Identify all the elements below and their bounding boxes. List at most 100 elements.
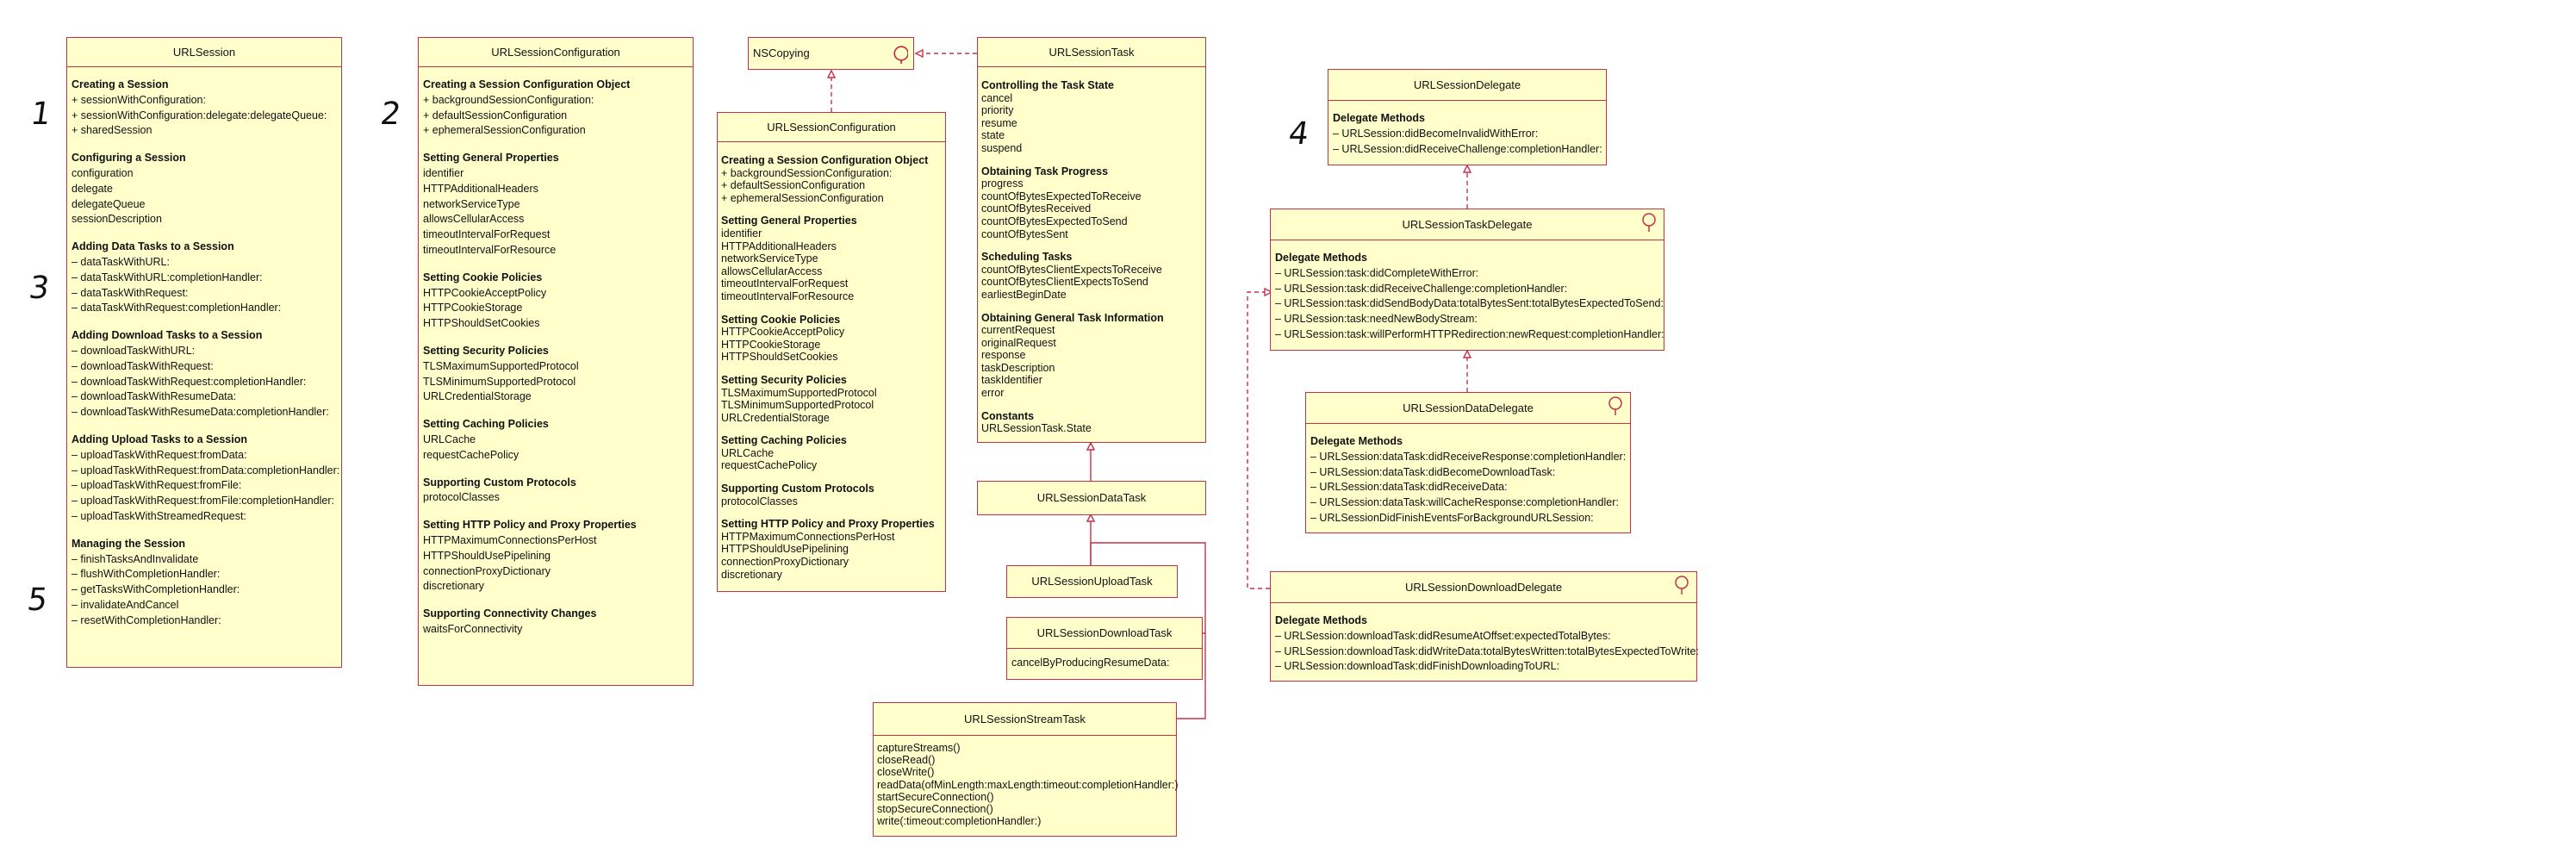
member-item: – uploadTaskWithRequest:fromData: [72, 448, 247, 461]
member-item: delegate [72, 182, 113, 195]
url-session-stream-task-members: captureStreams()closeRead()closeWrite()r… [874, 736, 1179, 832]
url-session-data-delegate-interface: URLSessionDataDelegate Delegate Methods–… [1305, 392, 1631, 533]
member-item: networkServiceType [423, 197, 520, 210]
member-section: Creating a Session + sessionWithConfigura… [72, 78, 337, 139]
member-section: Setting HTTP Policy and Proxy Properties… [721, 518, 941, 581]
member-item: resume [981, 116, 1017, 129]
url-session-delegate-title: URLSessionDelegate [1328, 70, 1606, 101]
member-item: – uploadTaskWithRequest:fromData:complet… [72, 464, 340, 476]
member-item: countOfBytesSent [981, 227, 1068, 240]
member-item: discretionary [721, 568, 782, 581]
member-item: – uploadTaskWithRequest:fromFile:complet… [72, 495, 335, 507]
section-title: Supporting Connectivity Changes [423, 607, 597, 620]
member-item: countOfBytesExpectedToSend [981, 215, 1128, 227]
url-session-download-task-class: URLSessionDownloadTask cancelByProducing… [1006, 617, 1203, 680]
member-item: write(:timeout:completionHandler:) [877, 815, 1042, 828]
url-session-configuration-class: URLSessionConfiguration Creating a Sessi… [418, 37, 694, 686]
section-title: Setting Security Policies [423, 344, 549, 357]
member-item: URLCache [423, 433, 476, 445]
member-item: – URLSession:dataTask:willCacheResponse:… [1310, 496, 1619, 509]
section-title: Setting Caching Policies [721, 434, 847, 447]
section-title: Configuring a Session [72, 152, 186, 165]
member-item: connectionProxyDictionary [423, 564, 551, 577]
member-item: – URLSession:task:didSendBodyData:totalB… [1275, 297, 1664, 310]
url-session-delegate-interface: URLSessionDelegate Delegate Methods – URL… [1328, 69, 1607, 165]
section-title: Obtaining General Task Information [981, 311, 1164, 324]
url-session-members: Creating a Session + sessionWithConfigura… [67, 67, 341, 634]
member-section: Managing the Session– finishTasksAndInva… [72, 537, 337, 629]
url-session-download-task-title: URLSessionDownloadTask [1007, 618, 1202, 649]
member-item: HTTPCookieAcceptPolicy [721, 326, 845, 339]
member-item: – URLSession:task:didReceiveChallenge:co… [1275, 282, 1568, 295]
member-item: error [981, 387, 1005, 400]
url-session-task-delegate-title: URLSessionTaskDelegate [1271, 209, 1664, 240]
member-item: – dataTaskWithURL:completionHandler: [72, 271, 263, 283]
arrowhead-task-bottom [1086, 441, 1096, 451]
member-item: countOfBytesReceived [981, 202, 1092, 215]
member-item: delegateQueue [72, 197, 146, 210]
url-session-upload-task-title: URLSessionUploadTask [1031, 575, 1153, 588]
member-item: – downloadTaskWithRequest: [72, 359, 214, 372]
member-item: – URLSession:dataTask:didReceiveResponse… [1310, 450, 1627, 463]
member-item: networkServiceType [721, 252, 818, 265]
member-item: – URLSessionDidFinishEventsForBackground… [1310, 511, 1594, 524]
member-item: HTTPShouldUsePipelining [721, 543, 849, 556]
section-title: Obtaining Task Progress [981, 165, 1109, 177]
section-title: Delegate Methods [1333, 112, 1425, 124]
member-section: Adding Data Tasks to a Session– dataTask… [72, 240, 337, 316]
member-item: suspend [981, 141, 1023, 154]
member-item: – URLSession:didBecomeInvalidWithError: [1333, 127, 1539, 140]
member-item: – dataTaskWithRequest: [72, 286, 189, 299]
arrowhead-nscopying-bottom [826, 69, 837, 78]
section-title: Constants [981, 409, 1035, 422]
member-item: – uploadTaskWithRequest:fromFile: [72, 479, 242, 492]
interface-icon [1642, 213, 1656, 232]
member-item: – getTasksWithCompletionHandler: [72, 583, 240, 596]
url-session-class: URLSession Creating a Session+ sessionWi… [66, 37, 342, 668]
member-item: + sessionWithConfiguration:delegate:dele… [72, 109, 327, 121]
member-item: – resetWithCompletionHandler: [72, 613, 221, 626]
section-title: Managing the Session [72, 537, 185, 550]
section-title: Setting HTTP Policy and Proxy Properties [423, 519, 637, 532]
section-title: Scheduling Tasks [981, 251, 1073, 264]
member-item: startSecureConnection() [877, 790, 994, 803]
arrowhead-nscopying-side [914, 48, 924, 59]
member-item: discretionary [423, 580, 484, 593]
member-item: HTTPAdditionalHeaders [423, 182, 538, 195]
member-item: protocolClasses [423, 491, 500, 504]
member-item: + backgroundSessionConfiguration: [721, 166, 893, 179]
member-item: cancelByProducingResumeData: [1011, 657, 1170, 669]
url-session-data-task-title: URLSessionDataTask [1036, 491, 1147, 504]
member-item: URLSessionTask.State [981, 422, 1092, 435]
member-item: – URLSession:task:didCompleteWithError: [1275, 266, 1479, 279]
member-item: readData(ofMinLength:maxLength:timeout:c… [877, 778, 1179, 791]
section-title: Controlling the Task State [981, 79, 1114, 91]
member-item: + ephemeralSessionConfiguration [721, 191, 884, 204]
member-item: protocolClasses [721, 495, 798, 507]
section-title: Creating a Session [72, 78, 169, 90]
member-section: Setting HTTP Policy and Proxy Properties… [423, 518, 688, 595]
section-title: Setting General Properties [423, 152, 559, 165]
member-section: Adding Upload Tasks to a Session– upload… [72, 433, 340, 525]
member-item: countOfBytesClientExpectsToSend [981, 276, 1148, 289]
section-title: Setting HTTP Policy and Proxy Properties [721, 518, 935, 531]
url-session-data-delegate-title: URLSessionDataDelegate [1306, 393, 1630, 424]
member-item: closeRead() [877, 754, 936, 767]
member-item: identifier [721, 227, 762, 240]
member-item: HTTPCookieStorage [423, 302, 523, 314]
member-item: TLSMaximumSupportedProtocol [721, 386, 877, 399]
member-item: URLCredentialStorage [423, 390, 532, 403]
ns-copying-title: NSCopying [753, 47, 810, 59]
member-item: requestCachePolicy [721, 459, 818, 472]
member-section: Creating a Session Configuration Object+… [423, 78, 688, 139]
